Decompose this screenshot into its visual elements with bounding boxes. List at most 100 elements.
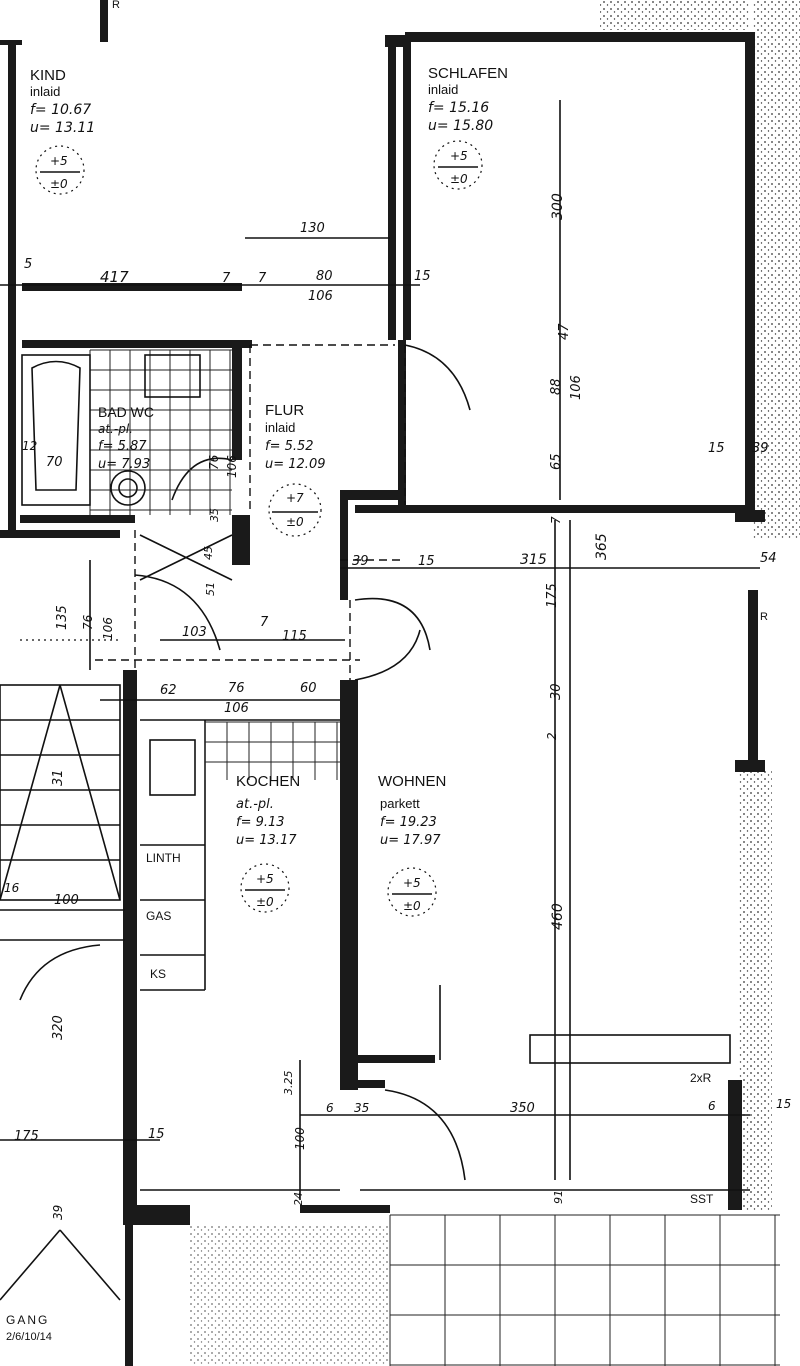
dim: 62 xyxy=(160,683,177,698)
room-floor: inlaid xyxy=(265,420,295,435)
level-top: +5 xyxy=(256,872,274,886)
dim: 39 xyxy=(752,441,769,456)
dim: 76 xyxy=(228,681,245,696)
tile-grid-bath xyxy=(89,349,232,515)
room-kochen: KOCHEN at.-pl. f= 9.13 u= 13.17 +5 ±0 xyxy=(236,773,300,909)
fixture-linth: LINTH xyxy=(146,851,181,865)
dim: 100 xyxy=(293,1127,307,1150)
fixture-r-top: R xyxy=(112,0,120,11)
dim: 16 xyxy=(4,881,20,895)
dim: 106 xyxy=(308,289,333,304)
dim: 45 xyxy=(202,546,215,560)
dim: 115 xyxy=(282,629,307,644)
room-name: SCHLAFEN xyxy=(428,65,508,82)
exterior-hatch-top xyxy=(600,0,750,30)
dim: 39 xyxy=(51,1205,65,1220)
dim: 30 xyxy=(549,683,564,700)
room-perimeter: u= 17.97 xyxy=(380,833,441,848)
level-bottom: ±0 xyxy=(450,172,468,186)
dim: 91 xyxy=(552,1190,565,1204)
room-name: KOCHEN xyxy=(236,773,300,790)
dim: 135 xyxy=(55,605,70,630)
room-perimeter: u= 15.80 xyxy=(428,118,493,134)
dashed-lines xyxy=(20,344,406,680)
room-area: f= 5.52 xyxy=(265,439,314,454)
corridor-label: GANG 2/6/10/14 xyxy=(6,1313,52,1343)
room-floor: at.-pl. xyxy=(236,797,274,812)
corridor-code: 2/6/10/14 xyxy=(6,1331,52,1343)
room-name: KIND xyxy=(30,67,66,84)
room-floor: inlaid xyxy=(428,82,458,97)
level-top: +5 xyxy=(450,149,468,163)
dim: 7 xyxy=(549,516,563,524)
dim: 417 xyxy=(100,268,129,286)
dim: 2 xyxy=(545,732,559,740)
room-area: f= 15.16 xyxy=(428,100,489,116)
dim: 15 xyxy=(418,554,435,569)
dim: 39 xyxy=(352,554,369,569)
dim: 175 xyxy=(14,1129,39,1144)
dimension-labels: 130 5 417 7 7 80 106 15 300 47 88 106 6 5… xyxy=(4,193,791,1220)
dim: 7 xyxy=(258,271,267,286)
fixture-ks: KS xyxy=(150,967,166,981)
room-kind: KIND inlaid f= 10.67 u= 13.11 +5 ±0 xyxy=(30,67,95,191)
dim: 106 xyxy=(569,375,584,400)
dim: 88 xyxy=(549,378,564,395)
corridor-name: GANG xyxy=(6,1313,49,1327)
dim: 5 xyxy=(24,257,32,272)
room-area: f= 9.13 xyxy=(236,815,285,830)
dim: 100 xyxy=(54,893,79,908)
dim: 175 xyxy=(545,583,560,608)
toilet xyxy=(110,470,146,506)
level-top: +5 xyxy=(50,154,68,168)
room-area: f= 5.87 xyxy=(98,439,147,454)
dim: 60 xyxy=(300,681,317,696)
dim: 80 xyxy=(316,269,333,284)
exterior-wall-hatch-lower xyxy=(738,770,772,1210)
dim: 15 xyxy=(414,269,431,284)
room-floor: parkett xyxy=(380,796,420,811)
room-area: f= 19.23 xyxy=(380,815,437,830)
washbasin xyxy=(144,354,201,398)
dim: 31 xyxy=(51,769,66,786)
dim: 320 xyxy=(51,1015,66,1040)
dim: 54 xyxy=(760,551,777,566)
level-bottom: ±0 xyxy=(256,895,274,909)
room-perimeter: u= 7.93 xyxy=(98,457,150,472)
dim: 350 xyxy=(510,1101,535,1116)
dim: 106 xyxy=(224,701,249,716)
fixture-r-right: R xyxy=(760,611,768,623)
dim: 76 xyxy=(81,614,95,630)
room-floor: at.-pl. xyxy=(98,422,133,436)
fixture-sst: SST xyxy=(690,1192,714,1206)
bathtub xyxy=(21,354,91,506)
room-floor: inlaid xyxy=(30,84,60,99)
toilet-inner xyxy=(118,478,138,498)
dim: 7 xyxy=(222,271,231,286)
dim: 76 xyxy=(207,454,221,470)
dim: 6 xyxy=(326,1101,334,1115)
dim: 24 xyxy=(292,1192,305,1206)
dim: 70 xyxy=(46,455,63,470)
dim: 460 xyxy=(550,903,566,930)
fixture-labels: LINTH GAS KS 2xR SST R R xyxy=(112,0,768,1206)
fixture-gas: GAS xyxy=(146,909,171,923)
dim: 300 xyxy=(550,193,566,220)
dim: 106 xyxy=(225,455,239,478)
dim: 6 xyxy=(708,1099,716,1113)
dim: 51 xyxy=(204,582,217,596)
dim: 47 xyxy=(557,323,572,340)
dim: 315 xyxy=(520,552,547,568)
room-name: FLUR xyxy=(265,402,304,419)
level-bottom: ±0 xyxy=(286,515,304,529)
dim: 3.25 xyxy=(282,1071,295,1096)
room-name: BAD WC xyxy=(98,404,154,420)
dim: 15 xyxy=(776,1097,791,1111)
dim: 130 xyxy=(300,221,325,236)
stove xyxy=(149,739,196,796)
dim: 35 xyxy=(208,508,221,522)
room-flur: FLUR inlaid f= 5.52 u= 12.09 +7 ±0 xyxy=(265,402,325,529)
dim: 365 xyxy=(594,533,610,560)
dim: 106 xyxy=(101,617,115,640)
level-bottom: ±0 xyxy=(50,177,68,191)
